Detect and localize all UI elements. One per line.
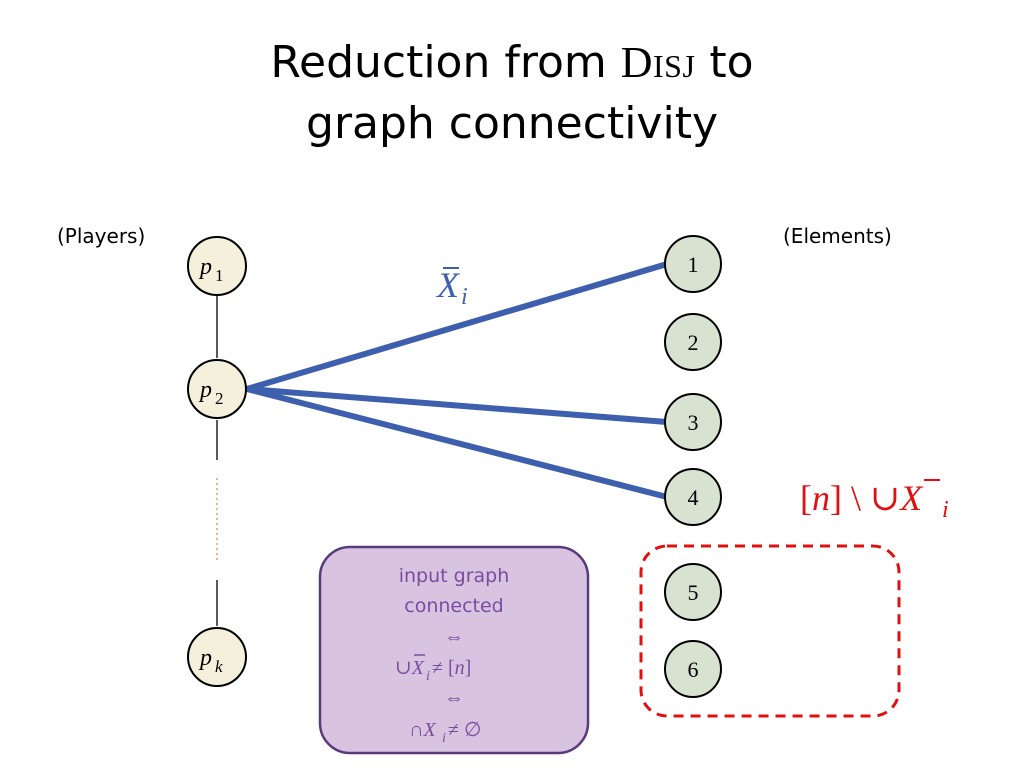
complement-sub: i xyxy=(942,497,949,523)
element-4-label: 4 xyxy=(688,485,699,510)
element-node-3: 3 xyxy=(664,393,722,451)
player-node-k: p k xyxy=(187,627,247,687)
box-iff-2: ⇔ xyxy=(444,687,464,709)
equivalence-box: input graph connected ⇔ ∪X i ≠ [n] ⇔ ∩X … xyxy=(318,545,590,755)
elements-label: (Elements) xyxy=(783,224,892,248)
edge-p2-1 xyxy=(246,261,668,392)
element-1-label: 1 xyxy=(688,252,699,277)
element-2-label: 2 xyxy=(688,330,699,355)
edge-label-sub: i xyxy=(461,284,468,310)
complement-label: [n] \ ∪X i xyxy=(800,478,949,523)
player-2-sub: 2 xyxy=(215,389,224,408)
slide-title: Reduction from DISJ to graph connectivit… xyxy=(0,34,1024,153)
element-node-2: 2 xyxy=(664,313,722,371)
title-line-1: Reduction from DISJ to xyxy=(0,34,1024,95)
complement-text: [n] \ ∪X xyxy=(800,478,924,518)
edge-label-xbar-i: X i xyxy=(435,265,468,310)
player-k-sub: k xyxy=(215,657,223,676)
svg-text:≠ [n]: ≠ [n] xyxy=(432,657,471,679)
svg-text:∩X: ∩X xyxy=(409,719,436,741)
element-3-label: 3 xyxy=(688,410,699,435)
edge-p2-3 xyxy=(246,386,668,425)
player-1-sub: 1 xyxy=(215,266,224,285)
svg-text:≠ ∅: ≠ ∅ xyxy=(448,719,481,741)
disj-small-caps: DISJ xyxy=(621,38,696,87)
player-node-2: p 2 xyxy=(187,359,247,419)
disj-first-letter: D xyxy=(620,38,654,87)
player-node-1: p 1 xyxy=(187,236,247,296)
box-line-connected: connected xyxy=(404,595,504,617)
uncovered-elements-box xyxy=(639,544,901,718)
title-text-reduction: Reduction from xyxy=(270,37,621,88)
players-label: (Players) xyxy=(57,224,145,248)
box-line-input-graph: input graph xyxy=(399,565,510,587)
svg-text:∪X: ∪X xyxy=(395,657,425,679)
svg-text:i: i xyxy=(426,669,430,684)
box-iff-1: ⇔ xyxy=(444,626,464,648)
element-node-6: 6 xyxy=(664,640,722,698)
element-node-4: 4 xyxy=(664,468,722,526)
element-5-label: 5 xyxy=(688,580,699,605)
element-node-5: 5 xyxy=(664,563,722,621)
element-node-1: 1 xyxy=(664,235,722,293)
player-k-letter: p xyxy=(198,645,212,671)
box-line-intersection-neq: ∩X i ≠ ∅ xyxy=(409,719,481,746)
edge-p2-4 xyxy=(246,386,668,500)
edge-label-letter: X xyxy=(435,265,461,305)
title-line-2: graph connectivity xyxy=(306,98,718,149)
title-text-to: to xyxy=(695,37,754,88)
player-1-letter: p xyxy=(198,254,212,280)
player-2-letter: p xyxy=(198,377,212,403)
box-line-union-neq: ∪X i ≠ [n] xyxy=(395,654,471,684)
disj-rest-letters: ISJ xyxy=(653,48,696,84)
svg-text:i: i xyxy=(442,731,446,746)
element-6-label: 6 xyxy=(688,657,699,682)
